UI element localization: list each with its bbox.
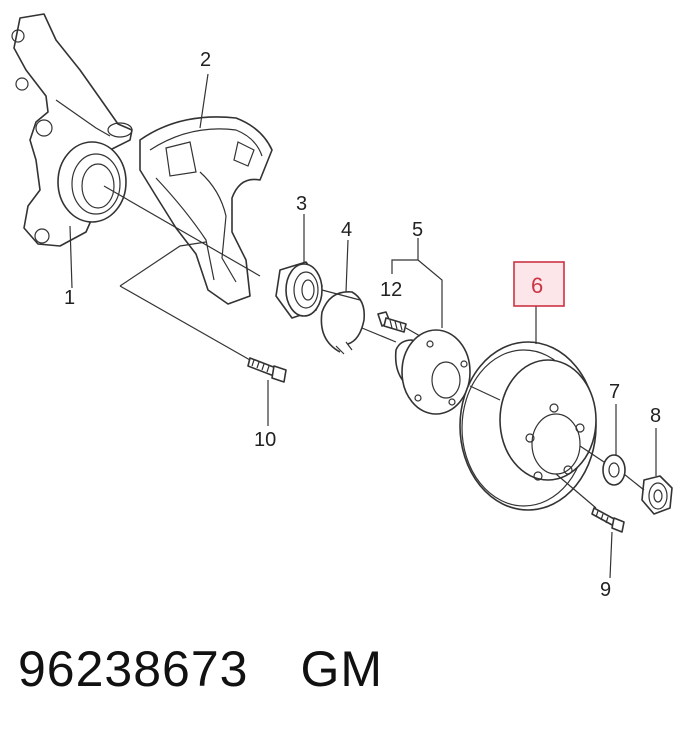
hub-nut [641, 475, 673, 515]
brake-disc [459, 341, 597, 511]
shield-bolt [247, 357, 287, 383]
brand-name: GM [300, 641, 384, 697]
callout-2: 2 [200, 49, 211, 71]
snap-ring [320, 291, 366, 355]
callout-8: 8 [650, 405, 661, 427]
highlight-box [513, 261, 565, 307]
callout-4: 4 [341, 219, 352, 241]
wheel-bearing [275, 261, 323, 319]
callout-5: 5 [412, 219, 423, 241]
washer [602, 454, 626, 486]
callout-1: 1 [64, 287, 75, 309]
callout-3: 3 [296, 193, 307, 215]
callout-10: 10 [254, 429, 276, 451]
callout-9: 9 [600, 579, 611, 601]
callout-6: 6 [531, 273, 543, 298]
wheel-hub [394, 329, 471, 415]
part-number: 96238673 [18, 641, 249, 697]
dust-shield [139, 116, 273, 305]
callout-12: 12 [380, 279, 402, 301]
callout-7: 7 [609, 381, 620, 403]
steering-knuckle [11, 13, 133, 247]
disc-screw [591, 507, 625, 533]
assembly-lines [69, 73, 657, 579]
part-info: 96238673 GM [18, 640, 383, 698]
hub-bolt [377, 311, 407, 333]
